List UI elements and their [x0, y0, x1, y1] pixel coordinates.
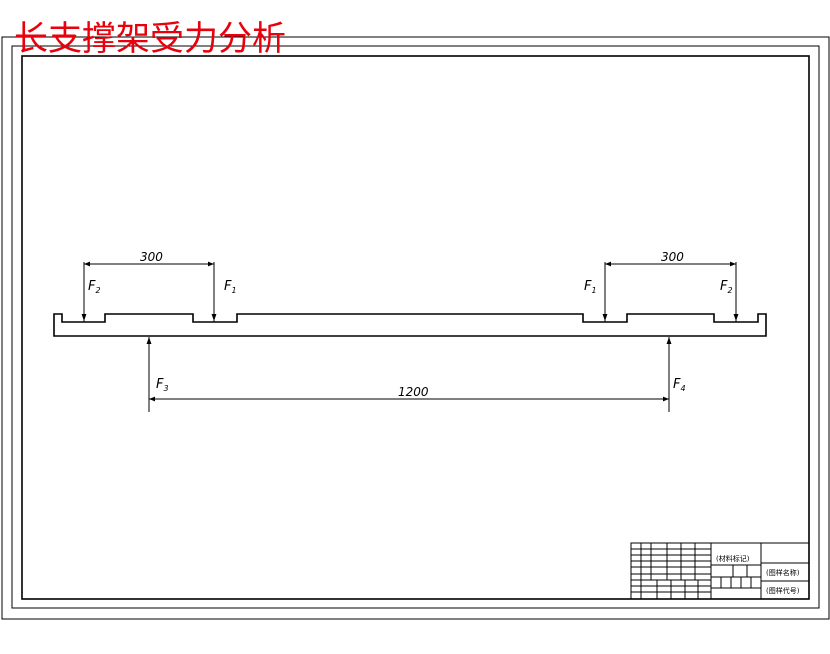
support-beam	[53, 313, 767, 337]
title-block-drawing-name: (图样名称)	[766, 568, 800, 577]
force-label-right-outer: F2	[720, 279, 733, 295]
dimension-label-right: 300	[661, 250, 684, 264]
outer-sheet-border	[1, 36, 830, 620]
dimension-label-span: 1200	[398, 385, 429, 399]
dimension-left-300: 300	[83, 250, 215, 322]
force-label-support-left: F3	[156, 377, 169, 393]
page-title: 长支撑架受力分析	[14, 19, 286, 59]
title-block: (材料标记) (图样名称) (图样代号)	[630, 542, 810, 600]
dimension-span-1200: 1200	[149, 385, 669, 402]
title-block-drawing-code: (图样代号)	[766, 586, 800, 595]
dimension-right-300: 300	[604, 250, 737, 322]
title-block-material-mark: (材料标记)	[716, 554, 750, 563]
force-label-left-outer: F2	[88, 279, 101, 295]
force-label-support-right: F4	[673, 377, 686, 393]
force-label-left-inner: F1	[224, 279, 237, 295]
inner-border	[21, 55, 810, 600]
force-label-right-inner: F1	[584, 279, 597, 295]
dimension-label-left: 300	[140, 250, 163, 264]
drawing-frame	[11, 45, 820, 609]
